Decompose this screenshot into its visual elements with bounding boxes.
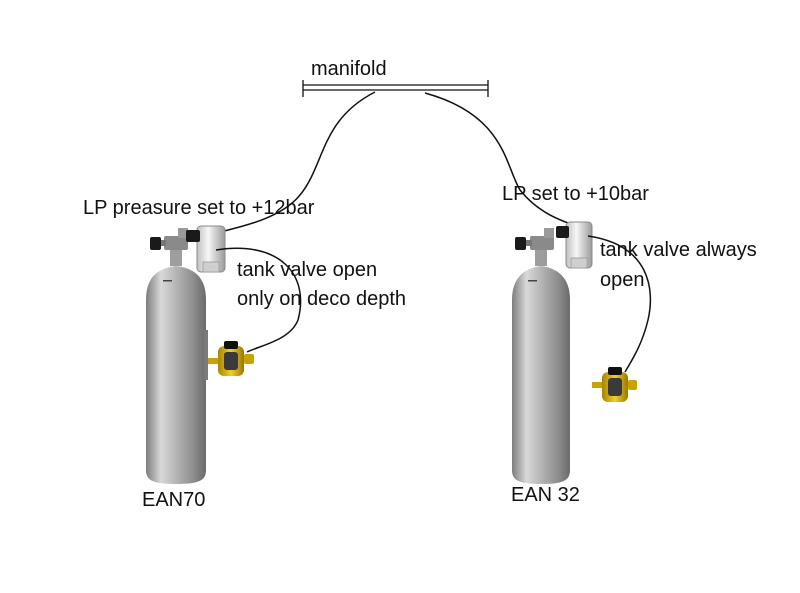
- left-lp-setting-label: LP preasure set to +12bar: [83, 197, 315, 219]
- right-valve-knob-icon: [515, 237, 526, 250]
- manifold-label: manifold: [311, 58, 387, 80]
- right-valve-note-line2: open: [600, 269, 645, 291]
- left-lp-hose: [211, 91, 376, 235]
- right-first-stage: [556, 221, 593, 269]
- right-second-stage: [592, 367, 637, 402]
- right-lp-setting-label: LP set to +10bar: [502, 183, 649, 205]
- right-second-stage-hose: [587, 235, 652, 373]
- left-tank-valve: [150, 228, 188, 250]
- right-tank-gas-label: EAN 32: [511, 484, 580, 506]
- left-valve-note-line1: tank valve open: [237, 259, 378, 281]
- left-valve-note-line2: only on deco depth: [237, 288, 407, 310]
- manifold-bar: [302, 80, 489, 97]
- left-first-stage: [186, 225, 226, 273]
- left-tank: [146, 248, 208, 484]
- right-tank-valve: [515, 228, 554, 250]
- left-second-stage-hose: [215, 247, 302, 353]
- left-valve-knob-icon: [150, 237, 161, 250]
- right-valve-note-line1: tank valve always: [600, 239, 757, 261]
- right-lp-hose: [424, 92, 583, 229]
- right-tank: [512, 248, 570, 484]
- left-second-stage: [208, 341, 254, 376]
- left-tank-gas-label: EAN70: [142, 489, 206, 511]
